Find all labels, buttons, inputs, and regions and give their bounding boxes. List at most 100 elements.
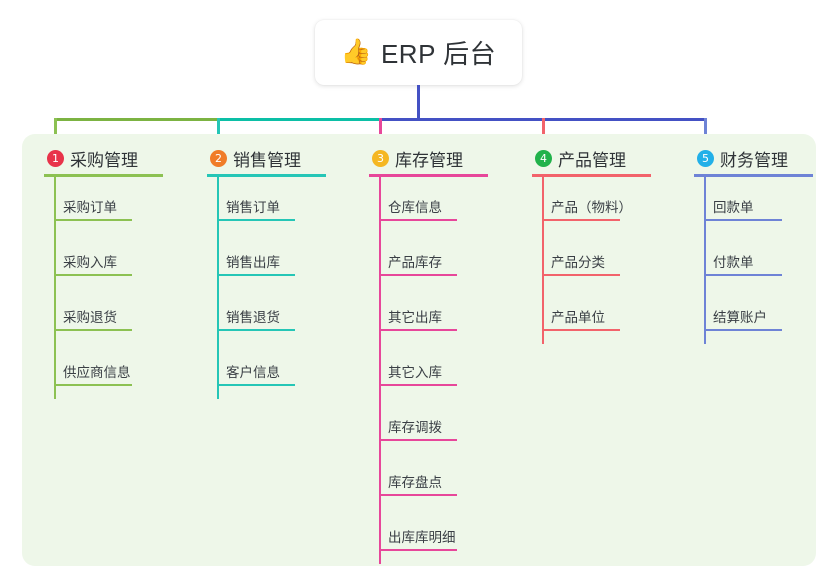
column-header-4[interactable]: 4 产品管理 — [521, 143, 681, 173]
column-stem-2 — [217, 176, 219, 399]
column-4: 4 产品管理产品（物料） 产品分类产品单位 — [521, 143, 681, 344]
column-badge-icon-1: 1 — [47, 149, 64, 167]
column-header-rule-1 — [44, 174, 163, 177]
list-item-label: 库存调拨 — [388, 420, 442, 435]
list-item-label: 采购订单 — [63, 200, 117, 215]
list-item[interactable]: 其它出库 — [358, 286, 518, 341]
list-item[interactable]: 采购退货 — [33, 286, 193, 341]
list-item-rule — [379, 384, 457, 386]
list-item-label: 付款单 — [713, 255, 754, 270]
list-item-rule — [217, 219, 295, 221]
list-item[interactable]: 采购入库 — [33, 231, 193, 286]
column-title-2: 销售管理 — [233, 150, 301, 170]
column-items-3: 仓库信息产品库存其它出库其它入库库存调拨库存盘点出库库明细 — [358, 173, 518, 561]
list-item-rule — [704, 329, 782, 331]
column-badge-icon-3: 3 — [372, 149, 389, 167]
list-item[interactable]: 结算账户 — [683, 286, 839, 341]
root-title: ERP 后台 — [380, 39, 497, 69]
list-item[interactable]: 回款单 — [683, 176, 839, 231]
list-item[interactable]: 采购订单 — [33, 176, 193, 231]
column-header-rule-2 — [207, 174, 326, 177]
list-item-label: 回款单 — [713, 200, 754, 215]
list-item-rule — [217, 329, 295, 331]
root-connector-stem — [417, 85, 420, 121]
list-item-rule — [379, 274, 457, 276]
list-item-label: 产品库存 — [388, 255, 442, 270]
column-items-5: 回款单付款单结算账户 — [683, 173, 839, 341]
column-title-4: 产品管理 — [558, 150, 626, 170]
column-3: 3 库存管理仓库信息产品库存其它出库其它入库库存调拨库存盘点出库库明细 — [358, 143, 518, 564]
list-item-rule — [542, 274, 620, 276]
column-items-1: 采购订单采购入库采购退货供应商信息 — [33, 173, 193, 396]
list-item[interactable]: 销售出库 — [196, 231, 356, 286]
list-item-label: 库存盘点 — [388, 475, 442, 490]
list-item-rule — [704, 274, 782, 276]
list-item-label: 其它入库 — [388, 365, 442, 380]
list-item-label: 采购入库 — [63, 255, 117, 270]
root-node[interactable]: 👍 ERP 后台 — [315, 20, 522, 85]
column-header-5[interactable]: 5 财务管理 — [683, 143, 839, 173]
list-item-rule — [54, 384, 132, 386]
connector-bar-teal — [218, 118, 380, 121]
list-item-label: 其它出库 — [388, 310, 442, 325]
list-item-label: 销售出库 — [226, 255, 280, 270]
connector-drop-1 — [54, 118, 57, 147]
column-badge-icon-5: 5 — [697, 149, 714, 167]
list-item[interactable]: 其它入库 — [358, 341, 518, 396]
list-item[interactable]: 出库库明细 — [358, 506, 518, 561]
list-item-label: 结算账户 — [713, 310, 767, 325]
list-item-rule — [379, 494, 457, 496]
column-header-1[interactable]: 1 采购管理 — [33, 143, 193, 173]
list-item-label: 仓库信息 — [388, 200, 442, 215]
list-item-label: 产品分类 — [551, 255, 605, 270]
list-item-label: 销售订单 — [226, 200, 280, 215]
column-header-3[interactable]: 3 库存管理 — [358, 143, 518, 173]
column-5: 5 财务管理回款单付款单结算账户 — [683, 143, 839, 344]
list-item[interactable]: 销售订单 — [196, 176, 356, 231]
connector-bar-green — [54, 118, 218, 121]
list-item-rule — [217, 384, 295, 386]
list-item-rule — [54, 274, 132, 276]
list-item[interactable]: 库存调拨 — [358, 396, 518, 451]
column-stem-5 — [704, 176, 706, 344]
list-item-label: 出库库明细 — [388, 530, 456, 545]
column-title-1: 采购管理 — [70, 150, 138, 170]
list-item-rule — [379, 329, 457, 331]
list-item-rule — [217, 274, 295, 276]
connector-drop-3 — [379, 118, 382, 147]
list-item-label: 销售退货 — [226, 310, 280, 325]
column-badge-icon-4: 4 — [535, 149, 552, 167]
connector-drop-5 — [704, 118, 707, 147]
column-stem-3 — [379, 176, 381, 564]
list-item-label: 产品（物料） — [551, 200, 632, 215]
list-item-label: 客户信息 — [226, 365, 280, 380]
list-item-rule — [54, 329, 132, 331]
list-item[interactable]: 供应商信息 — [33, 341, 193, 396]
list-item[interactable]: 产品分类 — [521, 231, 681, 286]
column-header-rule-4 — [532, 174, 651, 177]
list-item-rule — [379, 219, 457, 221]
list-item[interactable]: 销售退货 — [196, 286, 356, 341]
column-title-5: 财务管理 — [720, 150, 788, 170]
list-item-rule — [542, 219, 620, 221]
list-item[interactable]: 客户信息 — [196, 341, 356, 396]
list-item[interactable]: 仓库信息 — [358, 176, 518, 231]
list-item-rule — [54, 219, 132, 221]
column-stem-4 — [542, 176, 544, 344]
column-1: 1 采购管理采购订单采购入库采购退货供应商信息 — [33, 143, 193, 399]
list-item-label: 采购退货 — [63, 310, 117, 325]
list-item[interactable]: 付款单 — [683, 231, 839, 286]
list-item[interactable]: 产品（物料） — [521, 176, 681, 231]
connector-drop-4 — [542, 118, 545, 147]
column-title-3: 库存管理 — [395, 150, 463, 170]
column-stem-1 — [54, 176, 56, 399]
list-item[interactable]: 库存盘点 — [358, 451, 518, 506]
column-items-4: 产品（物料） 产品分类产品单位 — [521, 173, 681, 341]
list-item-label: 供应商信息 — [63, 365, 131, 380]
list-item[interactable]: 产品单位 — [521, 286, 681, 341]
list-item[interactable]: 产品库存 — [358, 231, 518, 286]
thumbs-up-icon: 👍 — [340, 38, 372, 66]
connector-drop-2 — [217, 118, 220, 147]
